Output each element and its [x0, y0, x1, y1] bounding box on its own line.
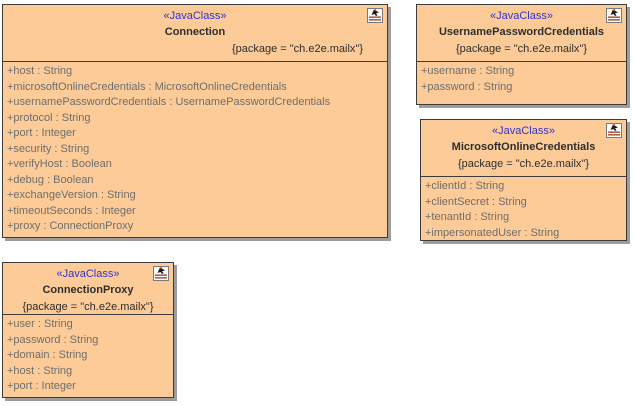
attribute-row[interactable]: +verifyHost : Boolean	[7, 158, 112, 170]
class-box-username-password-credentials[interactable]: «JavaClass» UsernamePasswordCredentials …	[416, 4, 627, 105]
class-box-microsoft-online-credentials[interactable]: «JavaClass» MicrosoftOnlineCredentials {…	[420, 119, 627, 241]
stereotype-label: «JavaClass»	[492, 125, 555, 137]
package-label: {package = "ch.e2e.mailx"}	[22, 301, 154, 313]
stereotype-label: «JavaClass»	[163, 10, 227, 22]
class-diagram-icon	[606, 123, 622, 138]
class-diagram-icon	[367, 8, 383, 23]
attribute-row[interactable]: +password : String	[7, 333, 99, 346]
class-box-connection[interactable]: «JavaClass» Connection {package = "ch.e2…	[2, 4, 388, 238]
package-label: {package = "ch.e2e.mailx"}	[455, 43, 588, 55]
class-box-connection-proxy[interactable]: «JavaClass» ConnectionProxy {package = "…	[2, 262, 174, 398]
attribute-row[interactable]: +proxy : ConnectionProxy	[7, 220, 134, 232]
attribute-row[interactable]: +clientId : String	[425, 180, 505, 192]
class-name: UsernamePasswordCredentials	[438, 26, 605, 38]
attribute-row[interactable]: +timeoutSeconds : Integer	[7, 204, 136, 217]
attribute-row[interactable]: +usernamePasswordCredentials : UsernameP…	[7, 96, 331, 108]
attribute-row[interactable]: +domain : String	[7, 349, 88, 361]
attribute-row[interactable]: +user : String	[7, 318, 73, 330]
attribute-row[interactable]: +username : String	[421, 65, 515, 77]
attribute-row[interactable]: +exchangeVersion : String	[7, 189, 136, 201]
attribute-row[interactable]: +tenantId : String	[425, 211, 510, 223]
attribute-row[interactable]: +password : String	[421, 80, 513, 93]
attribute-row[interactable]: +port : Integer	[7, 380, 76, 392]
attribute-row[interactable]: +clientSecret : String	[425, 195, 527, 208]
attributes-compartment: +host : String +microsoftOnlineCredentia…	[3, 62, 387, 235]
class-header: «JavaClass» UsernamePasswordCredentials …	[417, 5, 626, 62]
package-label: {package = "ch.e2e.mailx"}	[231, 43, 363, 55]
stereotype-label: «JavaClass»	[490, 10, 553, 22]
attributes-compartment: +user : String +password : String +domai…	[3, 315, 173, 395]
class-name: MicrosoftOnlineCredentials	[451, 141, 596, 153]
class-name: Connection	[164, 26, 226, 38]
attribute-row[interactable]: +host : String	[7, 364, 73, 377]
class-diagram-icon	[606, 8, 622, 23]
package-label: {package = "ch.e2e.mailx"}	[457, 158, 590, 170]
attributes-compartment: +clientId : String +clientSecret : Strin…	[421, 177, 626, 241]
attribute-row[interactable]: +impersonatedUser : String	[425, 226, 560, 239]
attribute-row[interactable]: +port : Integer	[7, 127, 76, 139]
class-name: ConnectionProxy	[42, 284, 134, 296]
class-header: «JavaClass» Connection {package = "ch.e2…	[3, 5, 387, 62]
class-header: «JavaClass» ConnectionProxy {package = "…	[3, 263, 173, 315]
attributes-compartment: +username : String +password : String	[417, 62, 626, 95]
stereotype-label: «JavaClass»	[56, 268, 120, 280]
class-header: «JavaClass» MicrosoftOnlineCredentials {…	[421, 120, 626, 177]
class-diagram-icon	[153, 266, 169, 281]
attribute-row[interactable]: +security : String	[7, 142, 90, 155]
attribute-row[interactable]: +protocol : String	[7, 111, 91, 124]
attribute-row[interactable]: +microsoftOnlineCredentials : MicrosoftO…	[7, 80, 287, 93]
attribute-row[interactable]: +host : String	[7, 65, 73, 77]
attribute-row[interactable]: +debug : Boolean	[7, 173, 94, 186]
